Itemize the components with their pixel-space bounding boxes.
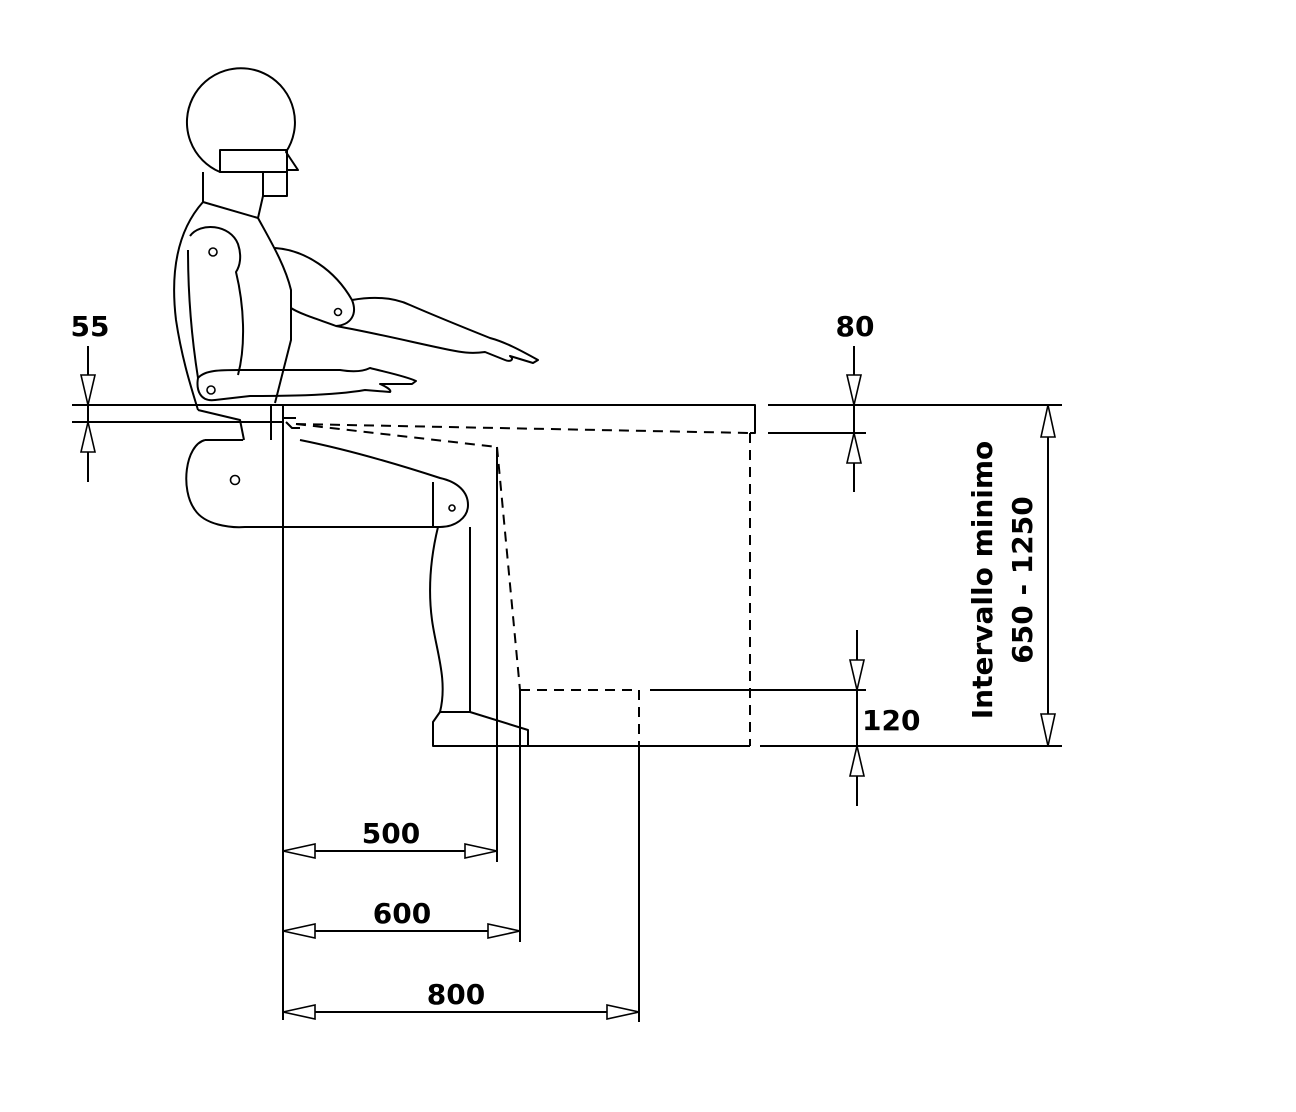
front-elbow-joint <box>333 307 343 317</box>
waist <box>197 409 245 441</box>
range-label: Intervallo minimo <box>966 441 999 720</box>
dimension-depth-500: 500 <box>282 817 498 859</box>
neck <box>202 172 264 219</box>
dimension-label-800: 800 <box>427 978 485 1011</box>
dimension-label-55: 55 <box>71 310 110 343</box>
dimension-footrest-120: 120 <box>848 630 920 806</box>
dimension-label-120: 120 <box>862 704 920 737</box>
dimension-label-80: 80 <box>836 310 875 343</box>
dimension-armrest-55: 55 <box>71 310 110 482</box>
seat-structure <box>72 404 751 1022</box>
dimension-label-600: 600 <box>373 897 431 930</box>
front-upper-arm <box>274 247 355 327</box>
table-top <box>283 404 1062 747</box>
dimension-tabletop-80: 80 <box>836 310 875 492</box>
back-upper-arm <box>187 225 245 379</box>
range-value: 650 - 1250 <box>1006 496 1039 664</box>
torso <box>173 201 292 411</box>
back-shoulder-joint <box>208 247 218 257</box>
head <box>186 67 299 197</box>
dimension-depth-600: 600 <box>282 897 521 939</box>
shin <box>429 526 471 713</box>
hip-joint <box>229 474 241 486</box>
back-forearm <box>196 367 417 402</box>
dimension-depth-800: 800 <box>282 978 640 1020</box>
dimension-label-500: 500 <box>362 817 420 850</box>
front-forearm <box>335 296 539 364</box>
back-elbow-joint <box>206 385 216 395</box>
shoulder-line <box>202 201 259 219</box>
face-visor <box>219 149 288 173</box>
foot <box>432 711 529 747</box>
knee-joint <box>448 504 456 512</box>
dimension-height-range: Intervallo minimo 650 - 1250 <box>966 404 1056 747</box>
thigh <box>185 439 469 529</box>
seated-human-figure <box>173 67 539 747</box>
